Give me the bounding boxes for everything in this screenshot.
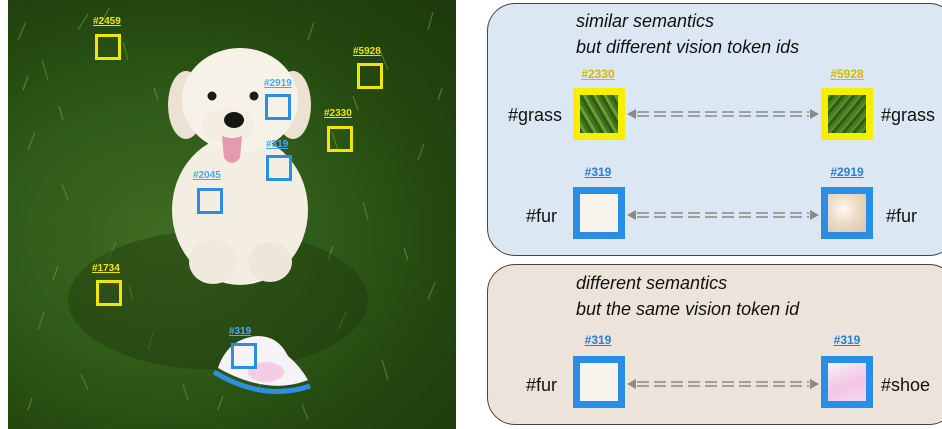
token-box-blue <box>231 343 257 369</box>
token-id-label: #319 <box>584 333 612 347</box>
token-id-label: #2919 <box>830 165 864 179</box>
semantic-label: #fur <box>526 206 558 226</box>
token-id-label: #5928 <box>830 67 864 81</box>
token-id-label: #319 <box>833 333 861 347</box>
grass-patch-thumbnail <box>573 88 625 140</box>
double-arrow-icon <box>627 379 819 389</box>
semantic-label: #grass <box>881 105 936 125</box>
panel-caption: different semantics <box>576 273 728 293</box>
dog-photo: #2459 #5928 #2919 #2330 #319 #2045 #1734… <box>8 0 456 429</box>
shoe-patch-thumbnail <box>821 356 873 408</box>
fur-patch-thumbnail <box>821 187 873 239</box>
double-arrow-icon <box>627 210 819 220</box>
token-id-label: #5928 <box>353 46 381 57</box>
token-box-yellow <box>327 126 353 152</box>
token-box-yellow <box>96 280 122 306</box>
double-arrow-icon <box>627 109 819 119</box>
token-id-label: #2330 <box>324 108 352 119</box>
token-id-label: #319 <box>229 326 252 337</box>
token-id-label: #2919 <box>264 78 292 89</box>
token-id-label: #1734 <box>92 263 120 274</box>
token-box-blue <box>265 94 291 120</box>
token-box-yellow <box>357 63 383 89</box>
panel-caption: but different vision token ids <box>576 37 800 57</box>
token-id-label: #319 <box>584 165 612 179</box>
token-id-label: #2330 <box>581 67 615 81</box>
token-id-label: #2459 <box>93 16 121 27</box>
panel-different-ids: similar semantics but different vision t… <box>487 3 942 256</box>
token-box-yellow <box>95 34 121 60</box>
semantic-label: #grass <box>508 105 563 125</box>
semantic-label: #fur <box>526 375 558 395</box>
fur-patch-thumbnail <box>573 356 625 408</box>
dog-photo-illustration <box>17 7 443 421</box>
panel-caption: similar semantics <box>576 11 715 31</box>
grass-patch-thumbnail <box>821 88 873 140</box>
panel-same-id: different semantics but the same vision … <box>487 264 942 425</box>
token-box-blue <box>197 188 223 214</box>
panel-caption: but the same vision token id <box>576 299 800 319</box>
token-box-blue <box>266 155 292 181</box>
fur-patch-thumbnail <box>573 187 625 239</box>
semantic-label: #fur <box>886 206 918 226</box>
semantic-label: #shoe <box>881 375 931 395</box>
token-id-label: #319 <box>266 139 289 150</box>
token-id-label: #2045 <box>193 170 221 181</box>
